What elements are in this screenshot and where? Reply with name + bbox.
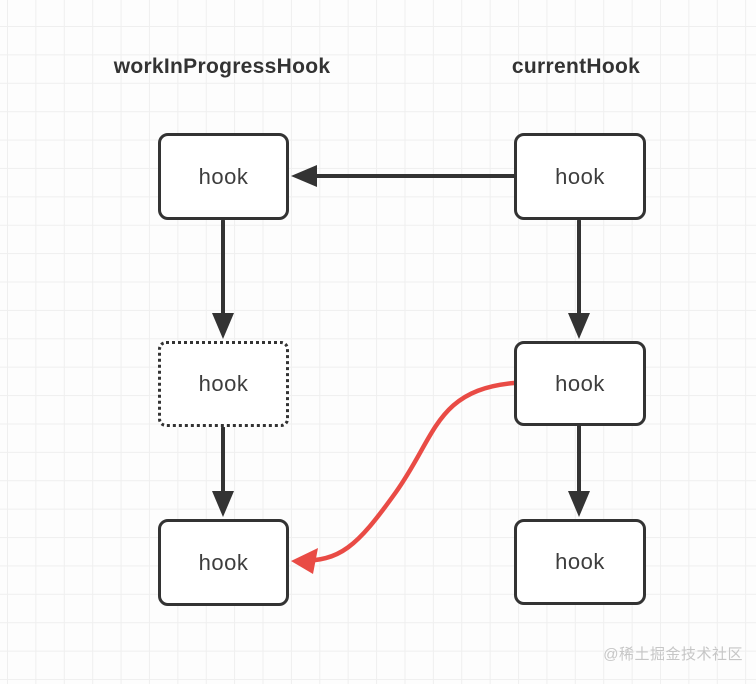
arrow-current1-to-current2 (568, 219, 590, 339)
hook-label: hook (555, 370, 605, 396)
wip-hook-node-3: hook (158, 519, 289, 606)
current-hook-node-1: hook (514, 133, 646, 220)
arrow-wip2-to-wip3 (212, 426, 234, 517)
hook-label: hook (198, 549, 249, 575)
hook-label: hook (555, 163, 605, 189)
current-hook-node-2: hook (514, 341, 646, 426)
hook-label: hook (198, 371, 249, 396)
wip-hook-node-1: hook (158, 133, 289, 220)
hook-label: hook (198, 163, 249, 189)
column-title-workinprogresshook: workInProgressHook (113, 55, 331, 78)
arrow-current1-to-wip1 (291, 165, 516, 187)
arrow-current2-to-current3 (568, 424, 590, 517)
column-title-currenthook: currentHook (511, 55, 641, 78)
current-hook-node-3: hook (514, 519, 646, 605)
arrow-wip1-to-wip2 (212, 219, 234, 339)
hook-label: hook (555, 549, 605, 574)
watermark: @稀土掘金技术社区 (603, 646, 743, 663)
arrow-red-current2-to-wip3 (291, 380, 517, 574)
wip-hook-node-2-dotted: hook (158, 341, 289, 427)
